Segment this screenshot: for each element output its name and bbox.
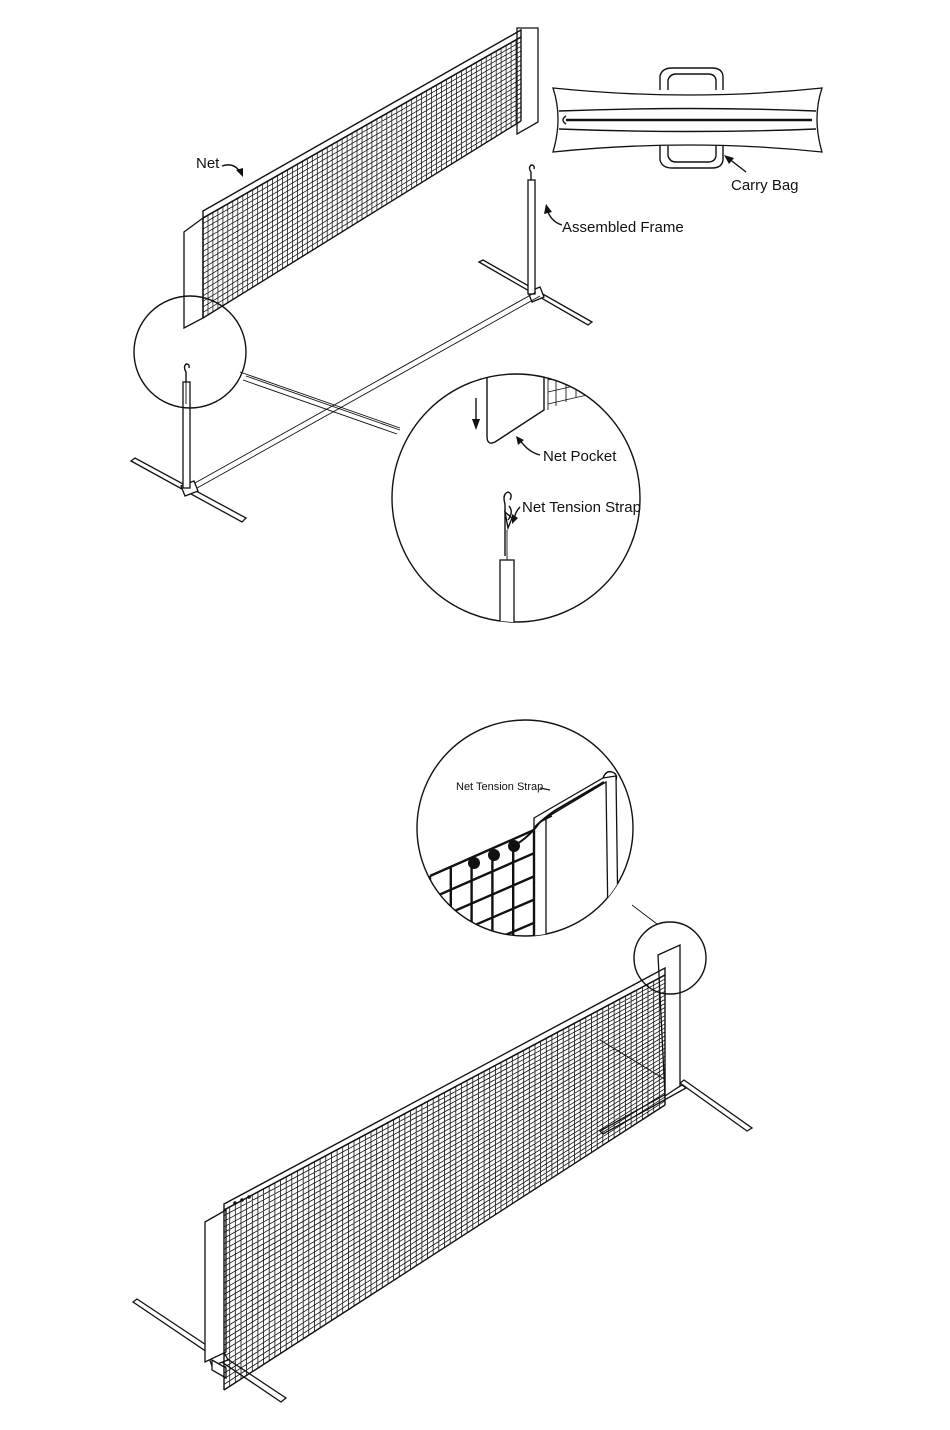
pocket-corner-detail <box>533 775 619 936</box>
corner-callout-leader <box>631 904 658 925</box>
mesh-lines <box>428 828 536 936</box>
right-pole-hook <box>528 164 535 180</box>
zoom-detail-circle-2 <box>416 719 634 937</box>
floor-rails <box>185 291 541 493</box>
label-net-pocket: Net Pocket <box>543 448 617 465</box>
top-leaders <box>221 155 747 524</box>
tension-strap-hook <box>503 491 512 556</box>
bottom-left-post <box>204 1208 227 1364</box>
net-pocket-detail <box>486 374 545 444</box>
bottom-net <box>223 966 666 1391</box>
left-net-pocket <box>183 216 204 330</box>
right-net-pocket <box>516 27 539 136</box>
labels: Net Carry Bag Assembled Frame Net Pocket… <box>196 155 799 793</box>
corner-callout-circle <box>633 921 707 995</box>
top-figure <box>129 27 823 623</box>
mesh-lines <box>203 37 521 318</box>
zipper-pull-icon <box>562 115 567 125</box>
right-pole <box>527 164 536 295</box>
carry-bag <box>552 67 823 169</box>
pole-top-detail <box>499 559 515 622</box>
zoom-mesh <box>428 828 536 936</box>
left-pole <box>182 381 191 489</box>
bottom-right-post <box>657 943 681 1098</box>
label-assembled-frame: Assembled Frame <box>562 219 684 236</box>
mesh-lines <box>224 975 665 1390</box>
left-pole-top-callout <box>133 295 401 429</box>
label-carry-bag: Carry Bag <box>731 177 799 194</box>
label-net-tension-strap: Net Tension Strap <box>522 499 641 516</box>
bottom-net-mesh <box>224 975 665 1390</box>
bottom-figure <box>131 719 754 1403</box>
label-net: Net <box>196 155 220 172</box>
callout-leader <box>239 371 401 429</box>
label-net-tension-strap-small: Net Tension Strap <box>456 781 543 793</box>
top-net <box>183 27 539 330</box>
net-mesh <box>203 37 521 318</box>
